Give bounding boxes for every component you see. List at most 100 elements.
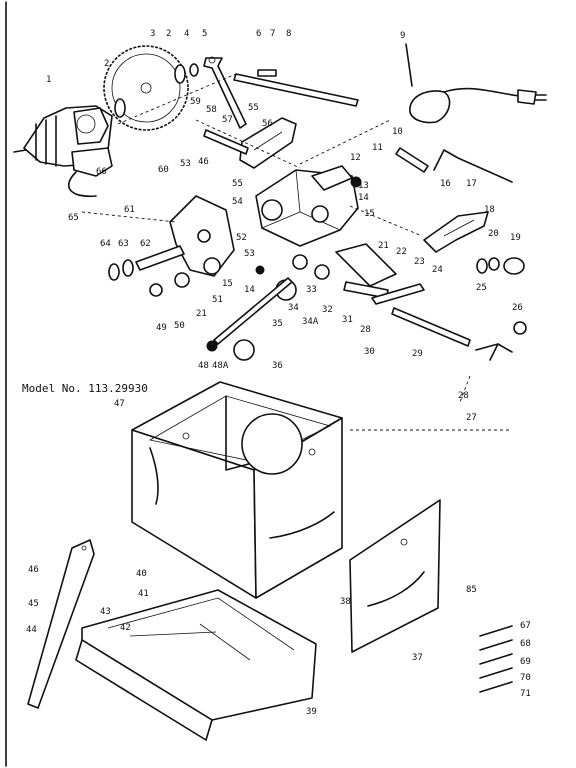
callout-37: 37 [412, 653, 423, 663]
tilt-rod [213, 277, 293, 345]
cabinet [131, 381, 343, 599]
callout-44: 44 [26, 625, 37, 635]
lock-lever [335, 243, 425, 305]
callout-47: 47 [114, 399, 125, 409]
wrench [203, 56, 247, 129]
callout-17: 17 [466, 179, 477, 189]
callout-28b: 28 [458, 391, 469, 401]
support-rod [233, 69, 359, 107]
callout-5: 5 [202, 29, 207, 39]
callout-36: 36 [272, 361, 283, 371]
callout-34: 34 [288, 303, 299, 313]
callout-4: 4 [184, 29, 189, 39]
callout-23: 23 [414, 257, 425, 267]
callout-19: 19 [510, 233, 521, 243]
callout-3: 3 [150, 29, 155, 39]
callout-58: 58 [206, 105, 217, 115]
page-number: 85 [466, 585, 477, 595]
callout-46: 46 [28, 565, 39, 575]
callout-35: 35 [272, 319, 283, 329]
callout-25: 25 [476, 283, 487, 293]
callout-29: 29 [412, 349, 423, 359]
guide-lines [81, 73, 510, 431]
callout-7: 7 [270, 29, 275, 39]
callout-57: 57 [222, 115, 233, 125]
callout-1: 1 [46, 75, 51, 85]
callout-10: 10 [392, 127, 403, 137]
callout-20: 20 [488, 229, 499, 239]
callout-64: 64 [100, 239, 111, 249]
callout-8: 8 [286, 29, 291, 39]
callout-42: 42 [120, 623, 131, 633]
callout-21b: 21 [196, 309, 207, 319]
callout-13: 13 [358, 181, 369, 191]
callout-53: 53 [180, 159, 191, 169]
motor-bracket [169, 195, 235, 277]
callout-59: 59 [190, 97, 201, 107]
callout-15: 15 [364, 209, 375, 219]
callout-48: 48 [198, 361, 209, 371]
callout-26: 26 [512, 303, 523, 313]
gears [149, 254, 330, 361]
crank-bolt [395, 147, 429, 173]
elevation-crank [475, 343, 513, 361]
callout-28: 28 [360, 325, 371, 335]
callout-11: 11 [372, 143, 383, 153]
callout-60: 60 [158, 165, 169, 175]
callout-65: 65 [68, 213, 79, 223]
callout-34a: 34A [302, 317, 319, 327]
shaft-and-rings [108, 245, 185, 281]
callout-66: 66 [96, 167, 107, 177]
callout-71: 71 [520, 689, 531, 699]
callout-6: 6 [256, 29, 261, 39]
callout-69: 69 [520, 657, 531, 667]
callout-30: 30 [364, 347, 375, 357]
callout-63: 63 [118, 239, 129, 249]
callout-18: 18 [484, 205, 495, 215]
callout-45: 45 [28, 599, 39, 609]
switch-and-cord [405, 43, 547, 124]
arbor-washers [114, 63, 199, 118]
callout-27: 27 [466, 413, 477, 423]
callout-67: 67 [520, 621, 531, 631]
handle-26 [513, 321, 527, 335]
callout-53b: 53 [244, 249, 255, 259]
callout-9: 9 [400, 31, 405, 41]
callout-33: 33 [306, 285, 317, 295]
crank [433, 149, 513, 183]
callout-12: 12 [350, 153, 361, 163]
callout-38: 38 [340, 597, 351, 607]
side-panel [349, 499, 441, 653]
callout-41: 41 [138, 589, 149, 599]
callout-62: 62 [140, 239, 151, 249]
elevation-rod [391, 307, 471, 347]
callout-52: 52 [236, 233, 247, 243]
hardware-screws [479, 625, 513, 693]
callout-51: 51 [212, 295, 223, 305]
leg [27, 539, 95, 709]
callout-68: 68 [520, 639, 531, 649]
callout-39: 39 [306, 707, 317, 717]
model-number: Model No. 113.29930 [22, 382, 148, 395]
trunnion-housing [255, 165, 362, 247]
callout-50: 50 [174, 321, 185, 331]
callout-43: 43 [100, 607, 111, 617]
callout-46b: 46 [198, 157, 209, 167]
callout-40: 40 [136, 569, 147, 579]
callout-32: 32 [322, 305, 333, 315]
callout-22: 22 [396, 247, 407, 257]
base-tray [75, 589, 317, 741]
callout-14b: 14 [244, 285, 255, 295]
callout-54: 54 [232, 197, 243, 207]
pin [203, 129, 249, 155]
callout-48a: 48A [212, 361, 229, 371]
callout-2b: 2 [166, 29, 171, 39]
callout-21: 21 [378, 241, 389, 251]
callout-2: 2 [104, 59, 109, 69]
knob [476, 257, 525, 275]
callout-70: 70 [520, 673, 531, 683]
callout-56: 56 [262, 119, 273, 129]
